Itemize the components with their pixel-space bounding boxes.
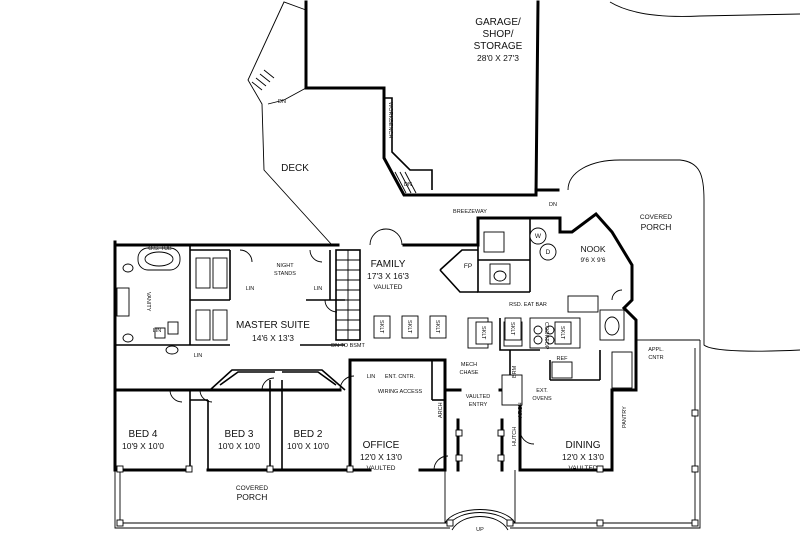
kitchen-fixtures: [467, 295, 633, 406]
workbench-label: WORKBENCH: [387, 102, 393, 138]
skylight-label-4: SKLT: [480, 326, 486, 340]
garage-dimensions: 28'0 X 27'3: [477, 53, 519, 63]
deck-label: DECK: [281, 163, 309, 174]
main-house-walls: [113, 211, 638, 472]
vanity-label: VANITY: [145, 292, 151, 312]
garage-label-1: GARAGE/: [475, 17, 521, 28]
master-suite-dimensions: 14'6 X 13'3: [252, 333, 294, 343]
ext-ovens-label-1: EXT.: [536, 388, 548, 394]
raised-eat-bar-label: RSD. EAT BAR: [509, 302, 547, 308]
stair-treads: [336, 250, 360, 340]
garage-label-2: SHOP/: [482, 29, 513, 40]
deck-outline: [247, 1, 333, 246]
linen-label-3: LIN: [153, 328, 162, 334]
fireplace-label: FP: [464, 263, 472, 270]
family-label: FAMILY: [371, 259, 406, 270]
bed3-dimensions: 10'0 X 10'0: [218, 441, 260, 451]
covered-porch-right-label-1: COVERED: [640, 214, 672, 221]
hutch-label: HUTCH: [512, 427, 518, 446]
tub-label: O.S. TUB: [148, 246, 172, 252]
dining-dimensions: 12'0 X 13'0: [562, 452, 604, 462]
wiring-access-label: WIRING ACCESS: [378, 389, 423, 395]
family-dimensions: 17'3 X 16'3: [367, 271, 409, 281]
mech-chase-label-2: CHASE: [460, 370, 479, 376]
refrigerator-label: REF: [557, 356, 569, 362]
nook-label: NOOK: [580, 244, 605, 254]
bed2-label: BED 2: [294, 429, 323, 440]
linen-label-4: LIN: [194, 353, 203, 359]
office-dimensions: 12'0 X 13'0: [360, 452, 402, 462]
entertainment-center-label: ENT. CNTR.: [385, 374, 416, 380]
bed4-label: BED 4: [129, 429, 158, 440]
appliance-center-label-1: APPL.: [648, 347, 664, 353]
dryer-label: D: [546, 249, 551, 256]
garage-label-3: STORAGE: [474, 41, 523, 52]
skylight-label-5: SKLT: [509, 322, 515, 336]
nook-dimensions: 9'6 X 9'6: [581, 257, 606, 264]
bath-fixtures: [116, 247, 228, 355]
office-vaulted-label: VAULTED: [366, 465, 395, 472]
breezeway-label: BREEZEWAY: [453, 209, 487, 215]
front-porch: [114, 339, 701, 531]
garage-walls: [304, 0, 560, 197]
deck-down-label: DN: [278, 99, 286, 105]
garage-down-label: DN: [404, 182, 412, 188]
arch-label-2: ARCH: [518, 402, 524, 418]
family-vaulted-label: VAULTED: [373, 284, 402, 291]
master-suite-label: MASTER SUITE: [236, 320, 310, 331]
dining-label: DINING: [566, 440, 601, 451]
skylight-label-1: SKLT: [378, 320, 384, 334]
bed2-dimensions: 10'0 X 10'0: [287, 441, 329, 451]
vaulted-entry-label-2: ENTRY: [469, 402, 488, 408]
linen-label-5: LIN: [367, 374, 376, 380]
skylight-label-2: SKLT: [406, 320, 412, 334]
room-labels: GARAGE/ SHOP/ STORAGE 28'0 X 27'3 WORKBE…: [122, 17, 672, 533]
breezeway-down-label: DN: [549, 202, 557, 208]
entry-columns: [455, 429, 505, 462]
arch-label-1: ARCH: [438, 402, 444, 418]
broom-closet-label: BRM: [512, 365, 518, 378]
pantry-label: PANTRY: [622, 406, 628, 428]
up-label: UP: [476, 527, 484, 533]
laundry-fixtures: [483, 227, 557, 285]
dining-vaulted-label: VAULTED: [568, 465, 597, 472]
skylight-label-3: SKLT: [434, 320, 440, 334]
ext-ovens-label-2: OVENS: [532, 396, 552, 402]
covered-porch-front-label-2: PORCH: [237, 492, 268, 502]
office-label: OFFICE: [363, 440, 400, 451]
bed3-label: BED 3: [225, 429, 254, 440]
driveway-curves: [567, 1, 800, 352]
skylight-label-6: SKLT: [559, 326, 565, 340]
covered-porch-right-label-2: PORCH: [641, 222, 672, 232]
cooktop-label: COOKTOP: [543, 322, 549, 350]
linen-label-2: LIN: [314, 286, 323, 292]
down-to-basement-label: DN TO BSMT: [331, 343, 365, 349]
vaulted-entry-label-1: VAULTED: [466, 394, 491, 400]
linen-label-1: LIN: [246, 286, 255, 292]
appliance-center-label-2: CNTR: [648, 355, 663, 361]
covered-porch-front-label-1: COVERED: [236, 485, 268, 492]
mech-chase-label-1: MECH: [461, 362, 477, 368]
door-swings: [169, 228, 623, 471]
washer-label: W: [535, 233, 542, 240]
bed4-dimensions: 10'9 X 10'0: [122, 441, 164, 451]
family-skylights: [373, 315, 572, 345]
